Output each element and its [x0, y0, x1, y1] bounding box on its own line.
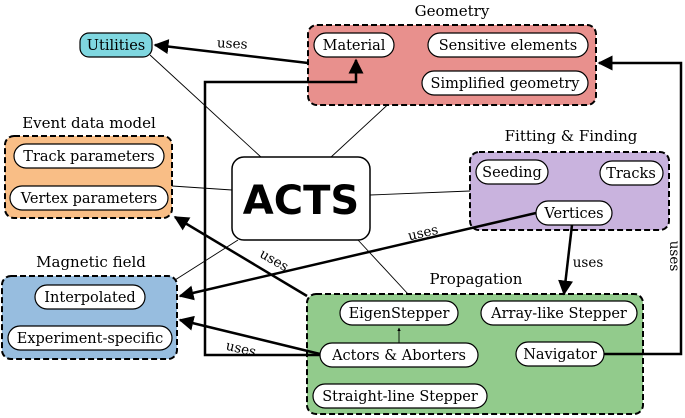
fitting-finding-title: Fitting & Finding: [505, 127, 638, 145]
acts-core: ACTS: [231, 156, 371, 241]
eigenstepper-label: EigenStepper: [349, 306, 450, 322]
straight-line-stepper-node[interactable]: [312, 383, 488, 409]
arrow-propagation-to-magnetic: [178, 315, 321, 356]
propagation-group: Propagation EigenStepper Array-like Step…: [306, 270, 644, 415]
actors-aborters-label: Actors & Aborters: [331, 348, 466, 364]
utilities-node[interactable]: [79, 32, 153, 58]
experiment-specific-node[interactable]: [7, 325, 173, 351]
seeding-label: Seeding: [482, 165, 542, 181]
acts-core-box[interactable]: [231, 156, 371, 241]
uses-label-vertices-magnetic: uses: [406, 222, 439, 244]
eigenstepper-node[interactable]: [339, 300, 459, 326]
sensitive-elements-label: Sensitive elements: [439, 38, 578, 54]
vertices-label: Vertices: [543, 206, 603, 222]
acts-core-label: ACTS: [243, 178, 359, 224]
arrow-vertices-to-magnetic: [178, 211, 537, 301]
track-parameters-label: Track parameters: [23, 149, 154, 165]
geometry-title: Geometry: [415, 2, 490, 20]
arrow-vertices-to-propagation: [558, 224, 574, 296]
utilities-label: Utilities: [87, 38, 145, 54]
geometry-group: Geometry Material Sensitive elements Sim…: [307, 2, 597, 106]
straight-line-stepper-label: Straight-line Stepper: [322, 389, 478, 405]
track-parameters-node[interactable]: [13, 143, 165, 169]
uses-arrows: [153, 39, 683, 357]
uses-label-propagation-magnetic: uses: [224, 338, 257, 360]
array-stepper-node[interactable]: [480, 300, 638, 326]
tracks-node[interactable]: [599, 160, 664, 186]
magnetic-field-group: Magnetic field Interpolated Experiment-s…: [1, 253, 178, 360]
magnetic-field-title: Magnetic field: [36, 253, 146, 271]
utilities-group: Utilities: [79, 32, 153, 58]
uses-labels: uses uses uses uses uses uses: [217, 35, 682, 360]
uses-label-geometry-utilities: uses: [217, 35, 248, 53]
uses-label-navigator-geometry: uses: [666, 241, 682, 272]
interpolated-node[interactable]: [34, 284, 146, 310]
event-data-model-group: Event data model Track parameters Vertex…: [4, 114, 173, 219]
experiment-specific-label: Experiment-specific: [17, 331, 163, 347]
interpolated-label: Interpolated: [44, 290, 135, 306]
uses-label-vertices-propagation: uses: [573, 255, 604, 271]
simplified-geometry-node[interactable]: [421, 70, 589, 96]
seeding-node[interactable]: [475, 159, 549, 185]
material-node[interactable]: [313, 32, 395, 58]
arrow-propagation-to-edm: [173, 215, 308, 298]
material-label: Material: [323, 38, 386, 54]
sensitive-elements-node[interactable]: [427, 32, 589, 58]
simplified-geometry-label: Simplified geometry: [431, 76, 581, 92]
navigator-label: Navigator: [523, 347, 597, 363]
vertex-parameters-label: Vertex parameters: [20, 191, 157, 207]
arrow-navigator-to-geometry: [597, 55, 683, 356]
vertex-parameters-node[interactable]: [9, 185, 169, 211]
arrow-geometry-to-utilities: [153, 39, 309, 65]
array-stepper-label: Array-like Stepper: [490, 306, 627, 322]
tracks-label: Tracks: [606, 166, 656, 182]
event-data-model-title: Event data model: [22, 114, 156, 132]
fitting-finding-group: Fitting & Finding Seeding Tracks Vertice…: [469, 127, 670, 231]
propagation-title: Propagation: [430, 270, 523, 288]
arrow-actors-to-material: [203, 58, 364, 357]
